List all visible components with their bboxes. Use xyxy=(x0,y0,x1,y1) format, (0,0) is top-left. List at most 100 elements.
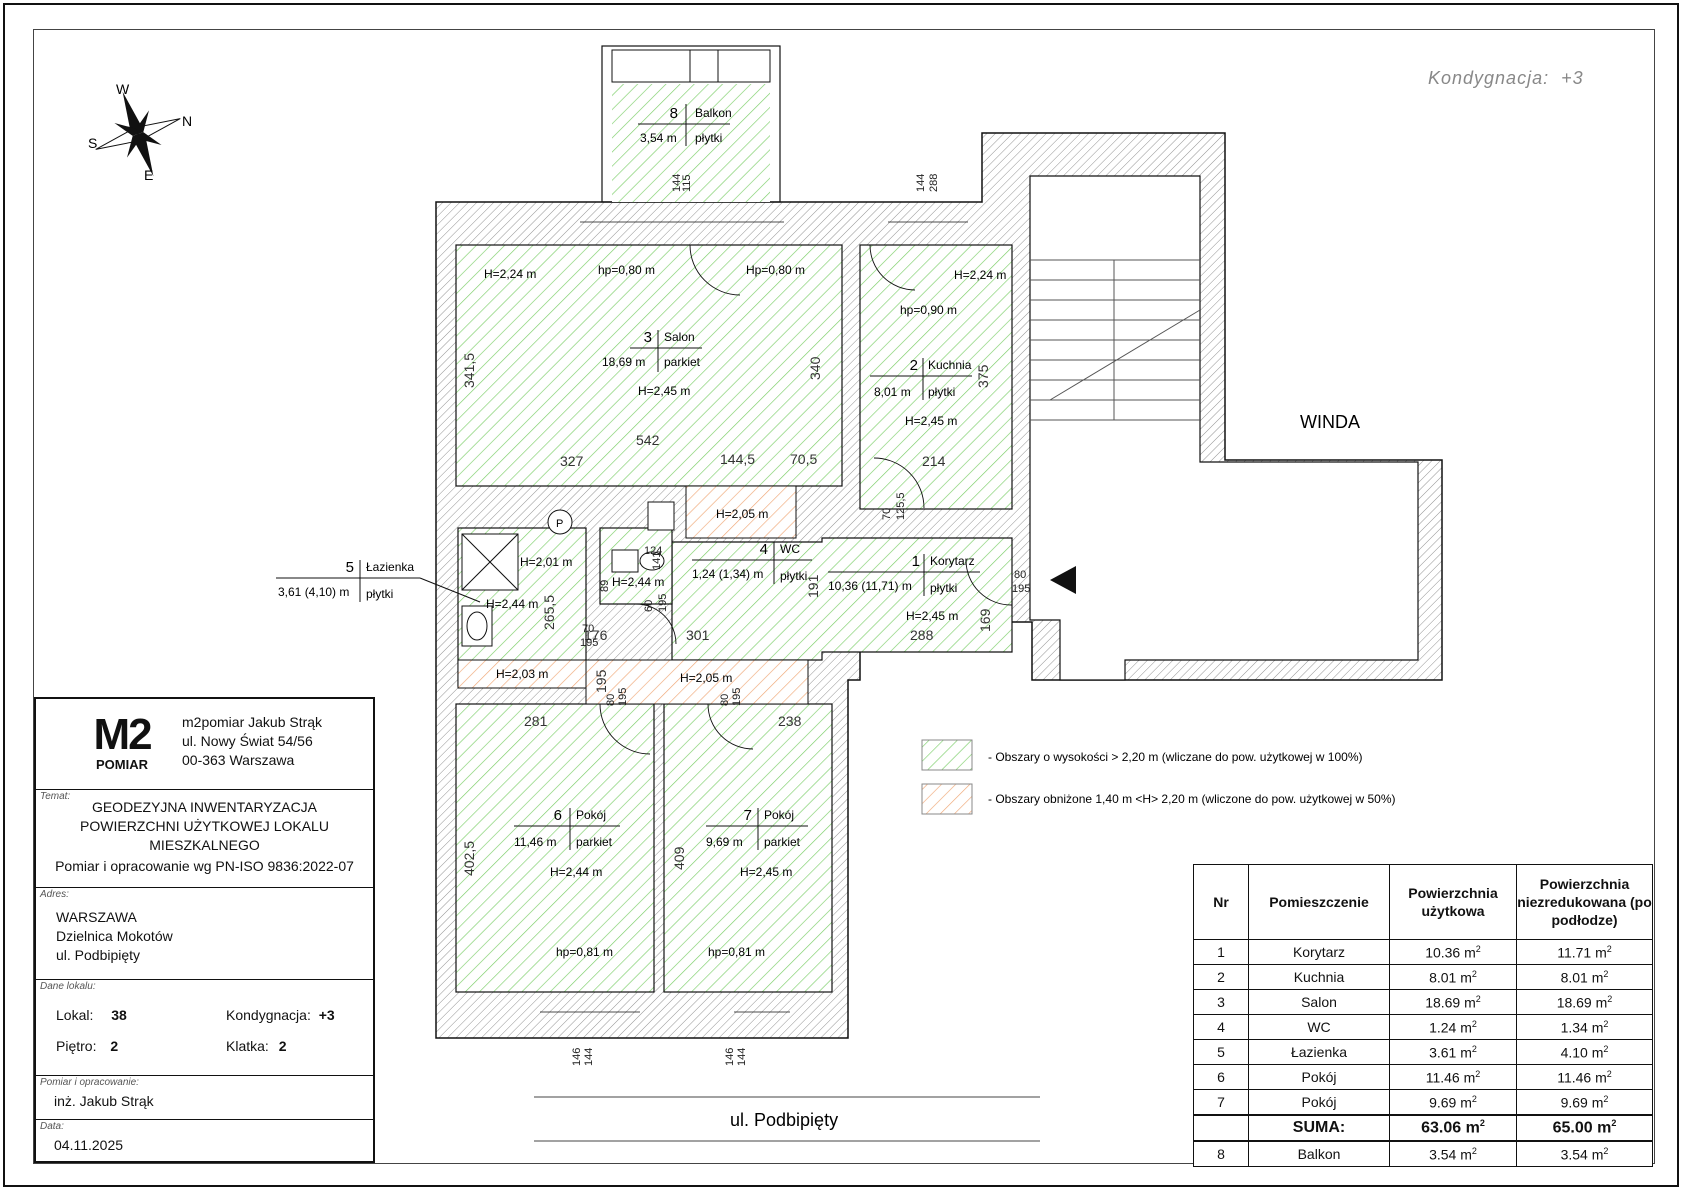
lowered-area-2 xyxy=(585,659,809,705)
outer-frame xyxy=(3,3,1679,1187)
table-header: Nr Pomieszczenie Powierzchnia użytkowa P… xyxy=(1193,864,1653,940)
svg-text:141: 141 xyxy=(651,552,663,570)
legend-orange-swatch xyxy=(921,783,973,815)
room-7-finish: parkiet xyxy=(764,835,801,849)
lowered-area-1 xyxy=(685,485,797,539)
svg-text:375: 375 xyxy=(975,364,991,388)
lowered-area-3 xyxy=(457,659,587,689)
room-3-height: H=2,45 m xyxy=(638,384,690,398)
svg-text:195: 195 xyxy=(617,688,629,706)
temat-section: Temat: GEODEZYJNA INWENTARYZACJA POWIERZ… xyxy=(36,789,373,887)
room-6-nr: 6 xyxy=(554,807,562,824)
elevator-label: WINDA xyxy=(1300,412,1360,432)
room-8-nr: 8 xyxy=(670,105,678,122)
room-1-finish: płytki xyxy=(930,581,957,595)
room-2-nr: 2 xyxy=(910,357,918,374)
svg-text:195: 195 xyxy=(1012,583,1030,595)
svg-text:542: 542 xyxy=(636,432,660,448)
svg-text:hp=0,81 m: hp=0,81 m xyxy=(556,945,613,959)
room-1-nr: 1 xyxy=(912,553,920,570)
svg-text:H=2,44 m: H=2,44 m xyxy=(612,575,664,589)
svg-text:214: 214 xyxy=(922,453,946,469)
data-section: Data: 04.11.2025 xyxy=(36,1119,373,1163)
room-3-finish: parkiet xyxy=(664,355,701,369)
dimensions: 341,5 340 542 327 144,5 70,5 375 214 288… xyxy=(461,353,993,876)
room-7-name: Pokój xyxy=(764,808,794,822)
svg-text:340: 340 xyxy=(807,356,823,380)
compass-s: S xyxy=(88,135,97,151)
boiler-label: P xyxy=(556,518,563,530)
rooms-table: Nr Pomieszczenie Powierzchnia użytkowa P… xyxy=(1193,864,1653,1167)
room-1-name: Korytarz xyxy=(930,554,975,568)
svg-text:80: 80 xyxy=(605,694,617,706)
dane-section: Dane lokalu: Lokal: 38 Kondygnacja: +3 P… xyxy=(36,979,373,1075)
svg-text:hp=0,81 m: hp=0,81 m xyxy=(708,945,765,959)
svg-text:115: 115 xyxy=(681,174,693,192)
svg-text:144: 144 xyxy=(915,174,927,192)
entrance-arrow-icon[interactable] xyxy=(1050,566,1076,594)
svg-text:281: 281 xyxy=(524,713,548,729)
svg-text:341,5: 341,5 xyxy=(461,353,477,388)
room-4-area: 1,24 (1,34) m xyxy=(692,567,763,581)
svg-text:H=2,44 m: H=2,44 m xyxy=(486,597,538,611)
svg-text:H=2,01 m: H=2,01 m xyxy=(520,555,572,569)
svg-text:125,5: 125,5 xyxy=(895,492,907,520)
room-4-finish: płytki xyxy=(780,569,807,583)
room-1-area: 10,36 (11,71) m xyxy=(828,579,912,593)
svg-text:80: 80 xyxy=(719,694,731,706)
svg-text:144: 144 xyxy=(583,1048,595,1066)
svg-text:288: 288 xyxy=(910,627,934,643)
room-6-height: H=2,44 m xyxy=(550,865,602,879)
svg-text:301: 301 xyxy=(686,627,710,643)
room-3-area: 18,69 m xyxy=(602,355,645,369)
svg-text:265,5: 265,5 xyxy=(541,595,557,630)
room-pokoj6-area xyxy=(455,703,655,993)
svg-text:146: 146 xyxy=(724,1048,736,1066)
room-8-area: 3,54 m xyxy=(640,131,677,145)
room-6-finish: parkiet xyxy=(576,835,613,849)
room-8-finish: płytki xyxy=(695,131,722,145)
svg-text:191: 191 xyxy=(805,574,821,598)
svg-text:H=2,24 m: H=2,24 m xyxy=(484,267,536,281)
svg-text:195: 195 xyxy=(731,688,743,706)
level-label: Kondygnacja: +3 xyxy=(1428,68,1584,88)
svg-text:144,5: 144,5 xyxy=(720,451,755,467)
legend-green-text: - Obszary o wysokości > 2,20 m (wliczane… xyxy=(988,750,1362,764)
room-pokoj7-area xyxy=(663,703,833,993)
svg-text:70,5: 70,5 xyxy=(790,451,817,467)
adres-section: Adres: WARSZAWA Dzielnica Mokotów ul. Po… xyxy=(36,887,373,979)
svg-text:H=2,24 m: H=2,24 m xyxy=(954,268,1006,282)
pomiar-section: Pomiar i opracowanie: inż. Jakub Strąk xyxy=(36,1075,373,1119)
svg-text:H=2,03 m: H=2,03 m xyxy=(496,667,548,681)
svg-text:hp=0,80 m: hp=0,80 m xyxy=(598,263,655,277)
room-4-nr: 4 xyxy=(760,541,768,558)
room-5-nr: 5 xyxy=(346,559,354,576)
svg-text:327: 327 xyxy=(560,453,584,469)
svg-text:169: 169 xyxy=(977,608,993,632)
room-kuchnia-area xyxy=(859,244,1013,510)
room-korytarz-area xyxy=(671,537,1013,661)
legend-green-swatch xyxy=(921,739,973,771)
svg-text:288: 288 xyxy=(928,174,940,192)
room-1-height: H=2,45 m xyxy=(906,609,958,623)
svg-text:80: 80 xyxy=(1014,569,1026,581)
svg-text:195: 195 xyxy=(657,594,669,612)
room-7-nr: 7 xyxy=(744,807,752,824)
logo: M2 POMIAR xyxy=(93,710,152,773)
inner-frame xyxy=(33,29,1655,1164)
svg-text:89: 89 xyxy=(599,580,611,592)
street-label: ul. Podbipięty xyxy=(730,1110,838,1130)
room-7-height: H=2,45 m xyxy=(740,865,792,879)
room-2-height: H=2,45 m xyxy=(905,414,957,428)
svg-text:hp=0,90 m: hp=0,90 m xyxy=(900,303,957,317)
room-6-name: Pokój xyxy=(576,808,606,822)
toilet-icon xyxy=(611,549,639,573)
svg-text:Hp=0,80 m: Hp=0,80 m xyxy=(746,263,805,277)
